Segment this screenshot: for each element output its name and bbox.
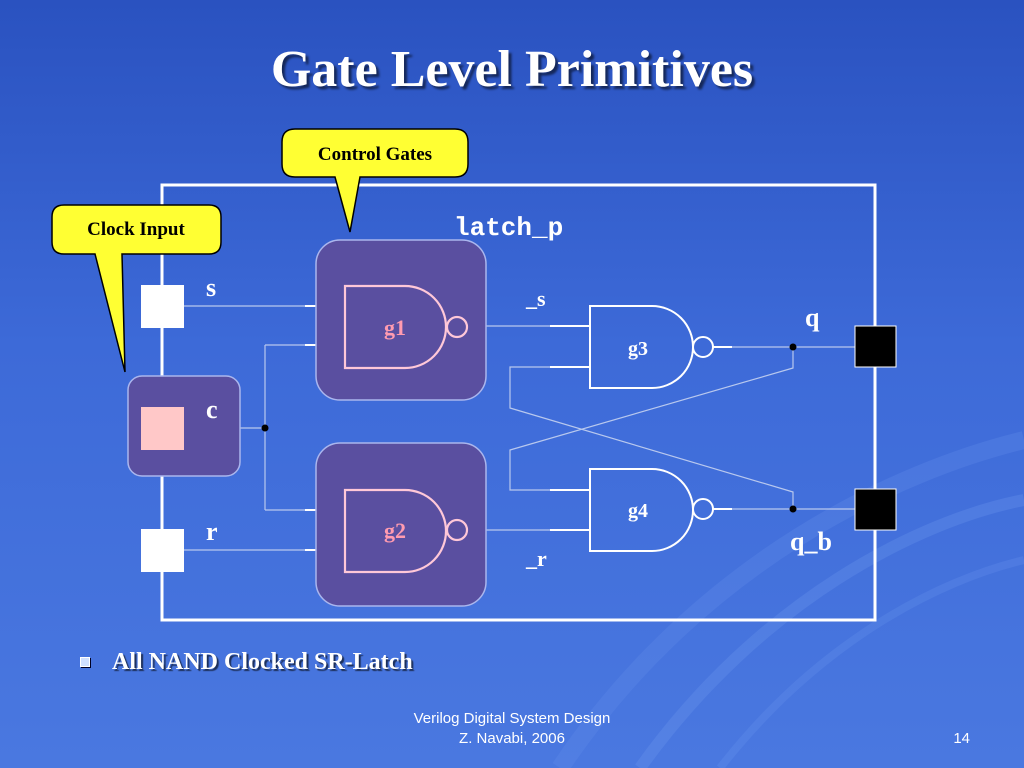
page-number: 14 xyxy=(953,730,970,747)
nand-gate-g1[interactable]: g1 xyxy=(343,284,469,370)
label-r: r xyxy=(206,517,218,546)
nand-gate-g3[interactable]: g3 xyxy=(589,305,714,389)
slide-title: Gate Level Primitives xyxy=(270,41,754,98)
square-bullet-icon xyxy=(80,657,90,667)
footer-line-2: Z. Navabi, 2006 xyxy=(459,730,565,747)
label-s-bar: _s xyxy=(525,286,546,311)
callout-clock-input: Clock Input xyxy=(51,204,222,373)
callout-clock-input-text: Clock Input xyxy=(87,219,185,240)
input-port-c[interactable] xyxy=(141,407,184,450)
gate-label-g3: g3 xyxy=(628,338,648,360)
callout-control-gates: Control Gates xyxy=(281,128,469,233)
output-port-q[interactable] xyxy=(854,325,897,368)
bullet-text: All NAND Clocked SR-Latch xyxy=(112,648,413,675)
input-port-s[interactable] xyxy=(141,285,184,328)
junction-dot xyxy=(261,424,269,432)
gate-label-g2: g2 xyxy=(384,518,406,543)
label-q: q xyxy=(805,303,820,332)
input-port-r[interactable] xyxy=(141,529,184,572)
label-s: s xyxy=(206,273,216,302)
wires xyxy=(184,305,855,551)
footer: Verilog Digital System Design Z. Navabi,… xyxy=(350,709,674,749)
control-gate-group-2 xyxy=(315,442,487,607)
gate-label-g1: g1 xyxy=(384,315,406,340)
footer-line-1: Verilog Digital System Design xyxy=(413,710,611,727)
control-gate-group-1 xyxy=(315,239,487,401)
label-r-bar: _r xyxy=(525,546,547,571)
nand-gate-g2[interactable]: g2 xyxy=(343,488,469,574)
bullet-item: All NAND Clocked SR-Latch xyxy=(80,647,413,677)
label-q-b: q_b xyxy=(790,527,832,556)
label-c: c xyxy=(206,395,218,424)
gate-label-g4: g4 xyxy=(628,500,648,522)
junction-dot xyxy=(789,505,797,513)
junction-dot xyxy=(789,343,797,351)
module-name: latch_p xyxy=(454,213,563,243)
output-port-q-b[interactable] xyxy=(854,488,897,531)
nand-gate-g4[interactable]: g4 xyxy=(589,468,714,552)
callout-control-gates-text: Control Gates xyxy=(318,144,432,165)
module-boundary xyxy=(160,183,877,622)
